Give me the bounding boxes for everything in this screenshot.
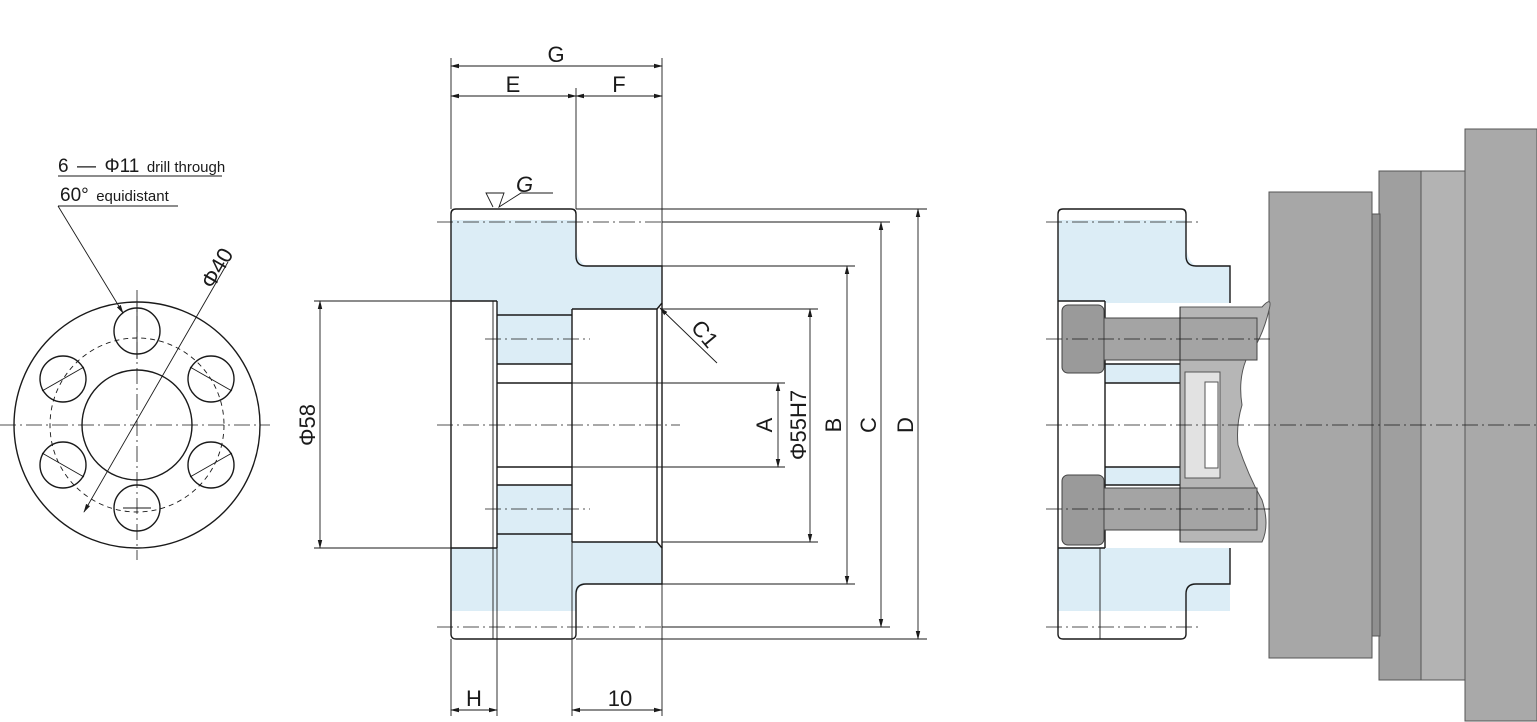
hole-note-dash: —	[77, 156, 96, 177]
assembly-fill-low	[1058, 548, 1230, 611]
dim-H-label: H	[466, 686, 482, 711]
dim-B-label: B	[821, 418, 846, 433]
hole-spacing-text: equidistant	[96, 188, 169, 205]
dim-10-label: 10	[608, 686, 632, 711]
assembly-fill-inner-bottom	[1105, 467, 1180, 485]
bolt-hole	[187, 355, 235, 403]
bolt-hole	[113, 484, 161, 532]
hole-center-mark	[41, 452, 85, 478]
surface-finish-label: G	[516, 172, 533, 197]
hole-note-line-1: 6 — Φ11 drill through	[58, 156, 225, 177]
note-leader-line	[57, 205, 124, 314]
chamfer-label: C1	[686, 315, 723, 353]
bolt-hole	[39, 441, 87, 489]
hole-count: 6	[58, 156, 69, 177]
hole-center-mark	[41, 366, 85, 392]
hole-center-mark	[189, 366, 233, 392]
mating-part-shaft	[1179, 301, 1271, 543]
part-outline-bottom	[450, 541, 663, 640]
dim-F-label: F	[612, 72, 625, 97]
hole-center-mark	[189, 452, 233, 478]
surface-finish-symbol	[485, 192, 553, 209]
outer-flange-circle	[13, 301, 261, 549]
hole-note-line-2: 60° equidistant	[60, 185, 170, 206]
pcd-label: Φ40	[196, 244, 239, 293]
part-outline-top	[450, 208, 663, 310]
front-view: Φ40 6 — Φ11 drill through 60° equidistan…	[0, 156, 270, 560]
assembly-outline-top	[1057, 208, 1231, 303]
mating-part-step	[1420, 170, 1466, 681]
dim-C-label: C	[856, 417, 881, 433]
dim-od-label: Φ58	[295, 404, 320, 446]
dim-G-label: G	[547, 42, 564, 67]
dim-D-label: D	[893, 417, 918, 433]
hole-diameter: Φ11	[104, 156, 139, 177]
center-bore-circle	[81, 369, 193, 481]
hole-process: drill through	[147, 159, 225, 176]
mating-part-ring	[1378, 170, 1422, 681]
section-fill-bottom	[451, 485, 662, 611]
dim-E-label: E	[506, 72, 521, 97]
section-fill-top	[451, 220, 662, 364]
assembly-view	[1046, 128, 1537, 722]
hole-spacing-angle: 60°	[60, 185, 89, 206]
bolt-head	[1061, 474, 1105, 546]
assembly-outline-bottom	[1057, 548, 1231, 640]
assembly-fill-inner-top	[1105, 364, 1180, 383]
chamfer-leader	[659, 307, 718, 364]
bolt-hole	[187, 441, 235, 489]
dim-bore-label: Φ55H7	[786, 390, 811, 460]
pcd-dimension-line	[83, 261, 229, 513]
bolt-hole	[39, 355, 87, 403]
section-view: G E F G C1 Φ58 A Φ55H7 B C D H 1	[295, 42, 927, 716]
dim-A-label: A	[752, 417, 777, 432]
